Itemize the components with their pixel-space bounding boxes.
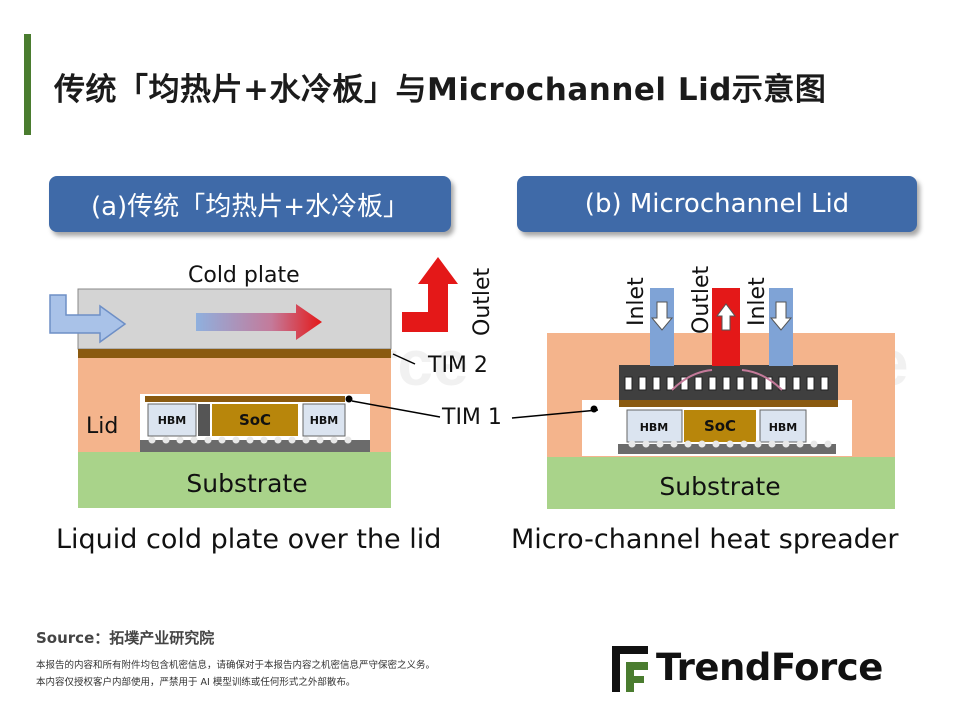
trendforce-logo-text: TrendForce (656, 646, 883, 689)
inlet-arrow-right (769, 301, 793, 331)
label-substrate-a: Substrate (186, 469, 307, 498)
label-hbm-left-a: HBM (158, 414, 187, 427)
disclaimer-line-2: 本内容仅授权客户内部使用，严禁用于 AI 模型训练或任何形式之外部散布。 (36, 677, 356, 688)
diagram-b: Inlet Outlet Inlet HBM SoC HBM Substrate (511, 265, 895, 509)
label-lid: Lid (86, 414, 118, 439)
source-note: Source：拓墣产业研究院 (36, 629, 215, 647)
soc-chip-b (684, 410, 756, 442)
title-accent-bar (24, 34, 31, 135)
label-inlet-left: Inlet (624, 277, 649, 326)
tim1-dot-a (345, 395, 353, 403)
inlet-arrow-a (49, 294, 127, 344)
tim1-layer (145, 396, 345, 402)
label-soc-a: SoC (239, 411, 271, 429)
label-cold-plate: Cold plate (188, 263, 300, 288)
label-substrate-b: Substrate (659, 472, 780, 501)
outlet-arrow-b (716, 303, 736, 331)
microchannels (624, 376, 829, 391)
substrate-block (78, 452, 391, 508)
flow-arrow-a (196, 304, 322, 340)
label-tim2: TIM 2 (427, 353, 488, 378)
label-hbm-left-b: HBM (640, 421, 669, 434)
trendforce-logo-icon (612, 646, 648, 692)
label-inlet-right: Inlet (745, 277, 770, 326)
label-outlet-a: Outlet (470, 267, 495, 336)
caption-a: Liquid cold plate over the lid (56, 524, 442, 555)
solder-bumps-b (628, 440, 832, 448)
label-soc-b: SoC (704, 417, 736, 435)
substrate-block-b (547, 457, 895, 509)
label-tim1: TIM 1 (441, 405, 502, 430)
interposer-b (618, 444, 836, 454)
disclaimer-line-1: 本报告的内容和所有附件均包含机密信息，请确保对于本报告内容之机密信息严守保密之义… (36, 660, 436, 671)
diagram-a: Cold plate Outlet TIM 2 TIM 1 Lid HBM So… (49, 257, 502, 508)
soc-chip (212, 404, 298, 436)
label-hbm-right-a: HBM (310, 414, 339, 427)
caption-b: Micro-channel heat spreader (511, 524, 899, 555)
tim2-layer (78, 349, 391, 358)
hbm-right-chip (302, 403, 346, 437)
hbm-left-chip-b (626, 409, 683, 443)
label-hbm-right-b: HBM (769, 421, 798, 434)
tim-layer-b (619, 400, 838, 407)
hbm-right-chip-b (759, 409, 807, 443)
interposer (140, 440, 370, 452)
tim1-dot-b (590, 405, 598, 413)
panel-a-header: (a)传统「均热片+水冷板」 (49, 176, 451, 232)
panel-b-header: (b) Microchannel Lid (517, 176, 917, 232)
inlet-arrow-left (650, 301, 674, 331)
page-title: 传统「均热片+水冷板」与Microchannel Lid示意图 (54, 72, 827, 108)
hbm-left-chip (147, 403, 197, 437)
outlet-arrow-a (402, 257, 458, 332)
solder-bumps (148, 436, 352, 444)
label-outlet-b: Outlet (689, 265, 714, 334)
